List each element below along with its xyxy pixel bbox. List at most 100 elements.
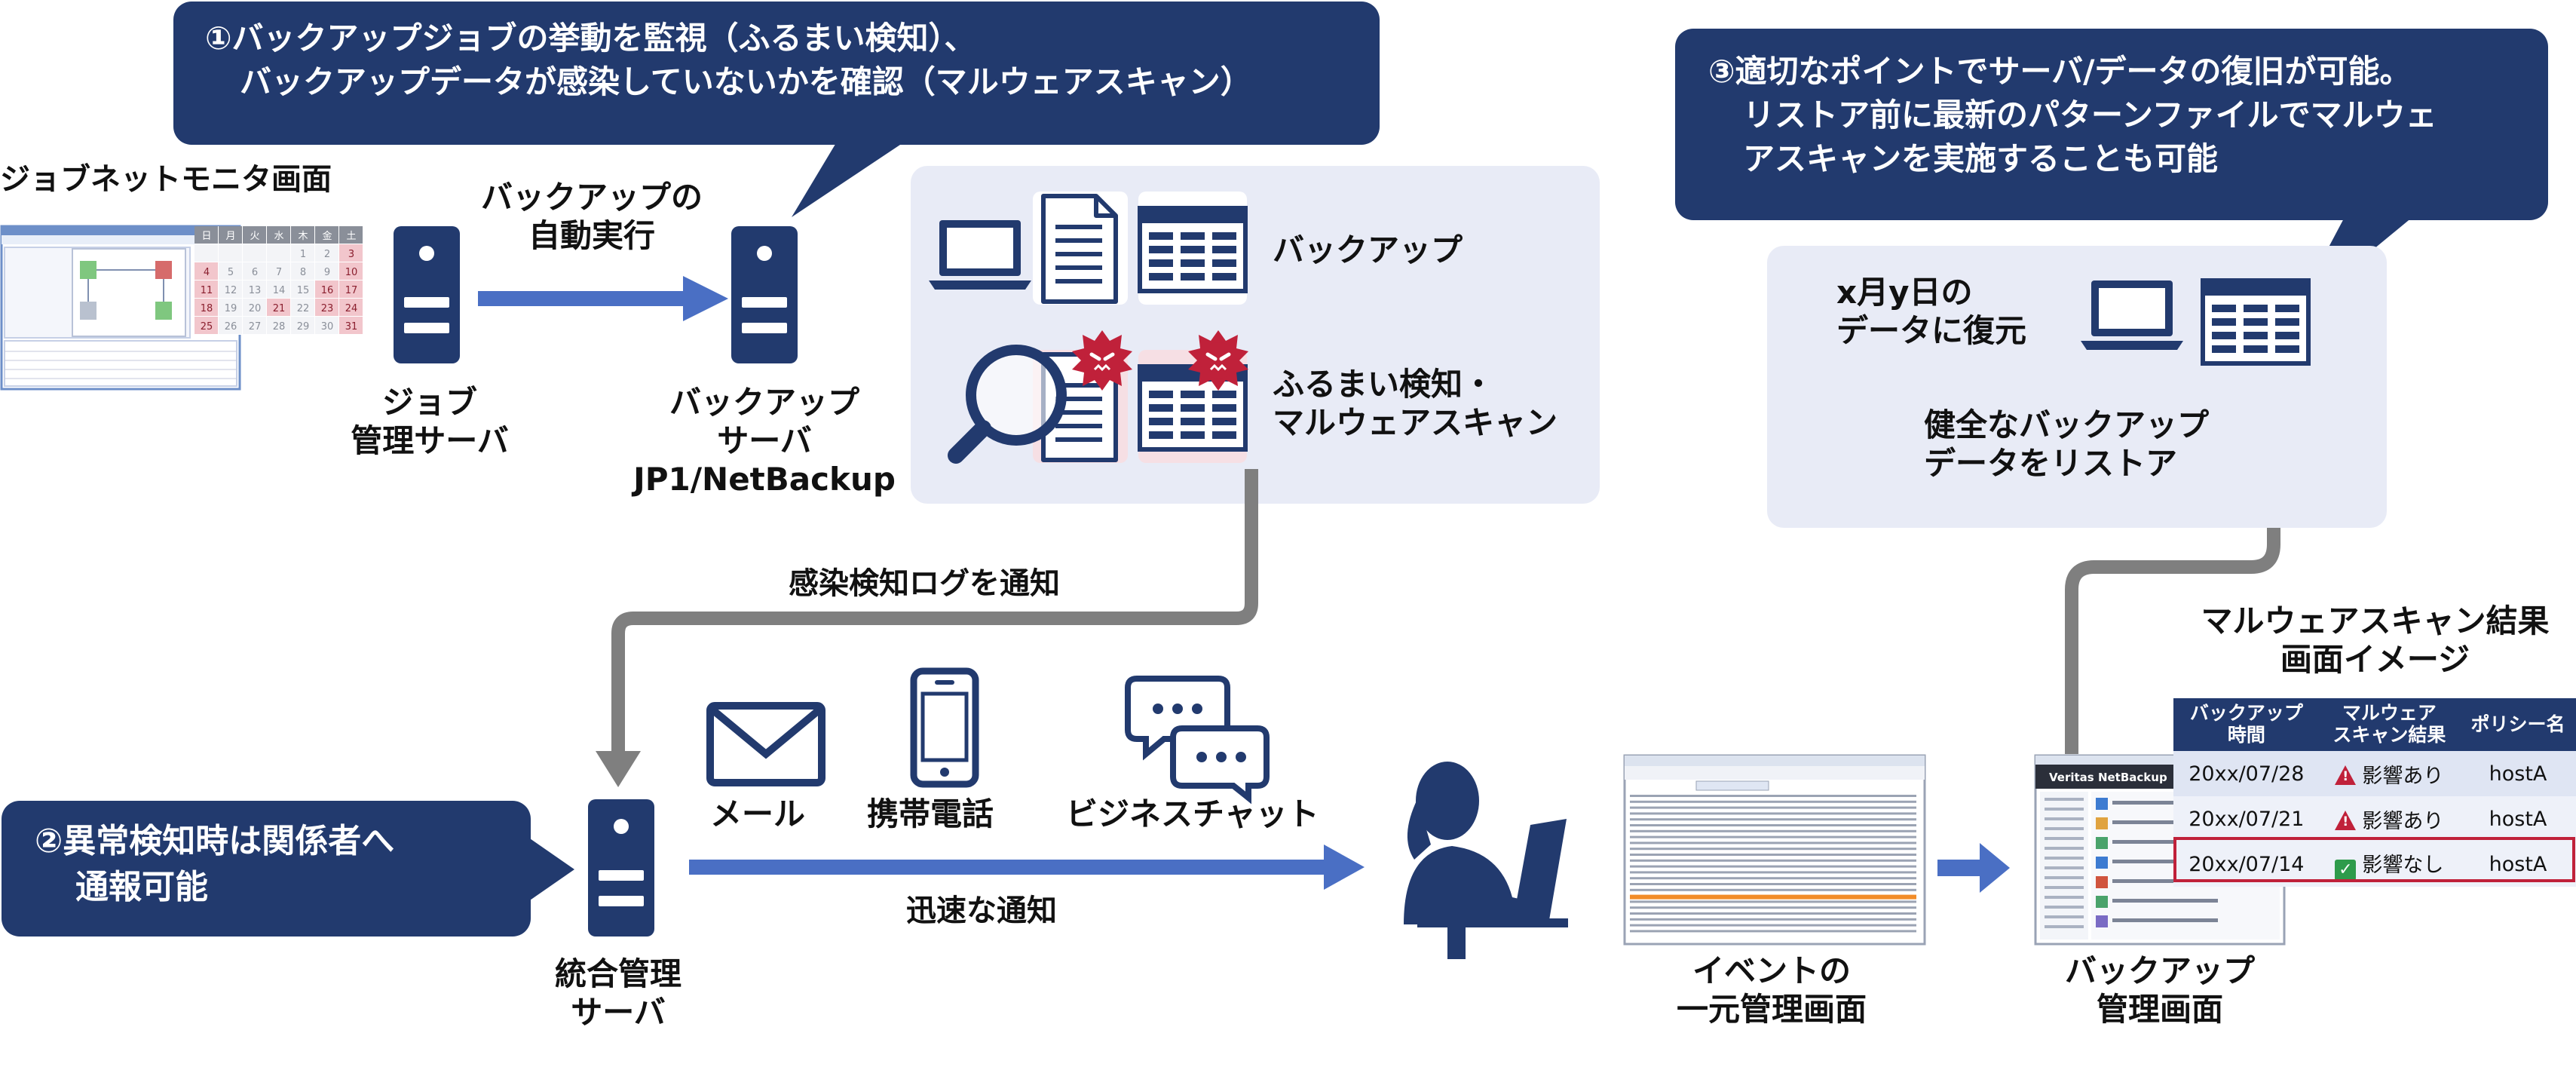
- calendar-header-label: 月: [225, 231, 235, 242]
- magnifier-icon: [948, 345, 1067, 464]
- chat-label: ビジネスチャット: [1066, 796, 1319, 832]
- scan-result-header-cell: ポリシー名: [2459, 698, 2576, 751]
- calendar-day-cell: [315, 299, 338, 316]
- scan-result-header-text: スキャン結果: [2332, 724, 2446, 746]
- netbackup-item-icon: [2096, 896, 2108, 908]
- scan-result-header-text: ポリシー名: [2470, 713, 2565, 735]
- callout-2-line1: ②異常検知時は関係者へ: [35, 822, 395, 860]
- event-log-line: [1630, 841, 1916, 845]
- event-log-line: [1630, 800, 1916, 803]
- calendar-day-label: 14: [273, 285, 286, 296]
- calendar-day-label: 27: [249, 321, 262, 333]
- netbackup-item-icon: [2096, 798, 2108, 810]
- backup-mgmt-screen-label: バックアップ 管理画面: [2064, 952, 2255, 1028]
- event-log-line: [1630, 930, 1916, 933]
- callout-3-line1: ③適切なポイントでサーバ/データの復旧が可能。: [1708, 53, 2412, 90]
- netbackup-item-line: [2112, 801, 2218, 805]
- scan-result-policy: hostA: [2459, 751, 2576, 796]
- calendar-day-cell: [243, 244, 266, 262]
- calendar-day-cell: [315, 244, 338, 262]
- calendar-day-cell: [243, 280, 266, 298]
- netbackup-tree-line: [2045, 876, 2084, 879]
- calendar-day-label: 18: [201, 303, 213, 314]
- scan-result-status-text: 影響なし: [2362, 853, 2444, 877]
- event-log-line: [1630, 900, 1916, 903]
- event-log-line: [1630, 883, 1916, 885]
- calendar-day-cell: [315, 262, 338, 280]
- netbackup-tree-line: [2045, 925, 2084, 928]
- calendar-day-cell: [243, 299, 266, 316]
- netbackup-item-line: [2112, 840, 2218, 844]
- integrated-server-label: 統合管理 サーバ: [554, 955, 682, 1032]
- mail-icon: [706, 702, 825, 786]
- calendar-day-cell: [219, 280, 242, 298]
- event-log-line: [1630, 888, 1916, 891]
- calendar-day-cell: [219, 299, 242, 316]
- monitor-title: ジョブネットモニタ画面: [0, 162, 332, 197]
- calendar-header-cell: [267, 226, 290, 244]
- phone-label: 携帯電話: [867, 796, 994, 832]
- netbackup-tree-line: [2045, 837, 2084, 840]
- calendar-header-label: 火: [250, 231, 259, 242]
- netbackup-tree-line: [2045, 866, 2084, 869]
- scan-result-status: 影響あり: [2319, 751, 2460, 796]
- notify-log-arrow: [596, 469, 1258, 787]
- event-log-line: [1630, 854, 1916, 856]
- chat-icon: [1125, 676, 1270, 805]
- calendar-day-label: 24: [345, 303, 358, 314]
- calendar-day-cell: [339, 280, 363, 298]
- calendar-day-label: 15: [297, 285, 310, 296]
- calendar-day-cell: [267, 299, 290, 316]
- netbackup-item-line: [2112, 820, 2218, 824]
- check-icon: ✓: [2335, 859, 2357, 881]
- calendar-day-label: 28: [273, 321, 286, 333]
- calendar-day-cell: [315, 280, 338, 298]
- calendar-day-cell: [243, 262, 266, 280]
- netbackup-item-icon: [2096, 837, 2108, 849]
- calendar-header-label: 水: [274, 231, 283, 242]
- job-server-label: ジョブ 管理サーバ: [351, 384, 509, 460]
- calendar-header-cell: [219, 226, 242, 244]
- scan-result-header-text: 時間: [2227, 724, 2265, 746]
- calendar-day-cell: [219, 244, 242, 262]
- event-log-line: [1630, 829, 1916, 832]
- scan-result-time: 20xx/07/21: [2173, 796, 2320, 841]
- calendar-day-label: 11: [201, 285, 213, 296]
- netbackup-tree-line: [2045, 798, 2084, 801]
- netbackup-tree-line: [2045, 817, 2084, 820]
- calendar-day-label: 5: [228, 267, 234, 278]
- calendar-day-cell: [267, 262, 290, 280]
- mobile-phone-icon: [910, 667, 979, 788]
- callout-3: ③適切なポイントでサーバ/データの復旧が可能。 リストア前に最新のパターンファイ…: [1708, 50, 2437, 181]
- calendar-day-label: 2: [324, 249, 330, 260]
- calendar-day-cell: [291, 262, 314, 280]
- netbackup-item-line: [2112, 879, 2218, 883]
- event-log-line: [1630, 812, 1916, 815]
- scan-result-header-cell: バックアップ時間: [2173, 698, 2320, 751]
- calendar-header-label: 金: [322, 230, 332, 242]
- netbackup-tree-line: [2045, 886, 2084, 889]
- calendar-header-label: 木: [298, 231, 308, 242]
- calendar-day-label: 8: [300, 267, 306, 278]
- event-log-line: [1630, 859, 1916, 862]
- job-server-icon: [394, 226, 460, 363]
- calendar-day-cell: [339, 299, 363, 316]
- callout-2: ②異常検知時は関係者へ 通報可能: [35, 819, 394, 910]
- document-icon: [1043, 196, 1116, 302]
- callout-1: ①バックアップジョブの挙動を監視（ふるまい検知）、 バックアップデータが感染して…: [205, 17, 1252, 104]
- calendar-day-cell: [291, 244, 314, 262]
- operator-icon: [1404, 762, 1568, 959]
- calendar-day-label: 31: [345, 321, 358, 333]
- netbackup-tree-line: [2045, 857, 2084, 860]
- event-log-line: [1630, 894, 1916, 900]
- quick-notify-label: 迅速な通知: [906, 894, 1057, 928]
- mail-label: メール: [710, 796, 806, 832]
- calendar-day-label: 13: [249, 285, 262, 296]
- netbackup-tree-line: [2045, 808, 2084, 811]
- scan-result-body: 20xx/07/28影響ありhostA20xx/07/21影響ありhostA20…: [2173, 751, 2576, 887]
- event-log-line: [1630, 906, 1916, 909]
- backup-label: バックアップ: [1273, 231, 1463, 268]
- calendar-day-label: 19: [225, 303, 237, 314]
